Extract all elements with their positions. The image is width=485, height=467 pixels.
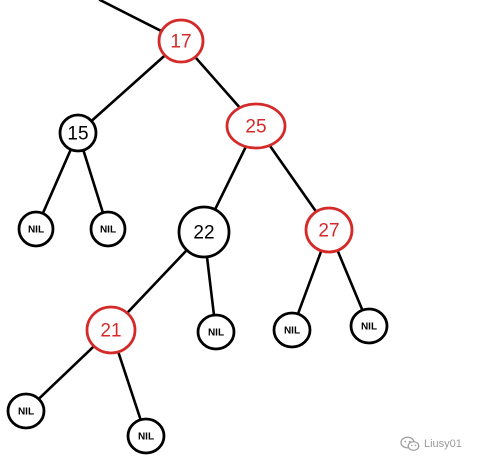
node-27: 27 xyxy=(304,206,354,254)
nil-node-circle xyxy=(272,311,312,349)
node-label: 27 xyxy=(318,221,339,242)
nil-node-circle xyxy=(6,392,46,430)
node-15: 15 xyxy=(58,113,98,153)
nil-node-circle xyxy=(196,313,236,351)
node-label: 17 xyxy=(170,32,191,53)
nil-node-circle xyxy=(89,210,127,248)
nil-node: NIL xyxy=(196,313,236,351)
edge-n15-nil15a xyxy=(41,148,73,215)
node-circle xyxy=(58,113,98,153)
node-circle xyxy=(225,102,287,150)
watermark-text: Liusy01 xyxy=(424,438,462,450)
nil-node: NIL xyxy=(126,417,166,455)
edge-n25-n22 xyxy=(213,145,248,211)
nil-node: NIL xyxy=(349,307,389,345)
edge-n21-nil21b xyxy=(116,350,142,422)
edge-n17-n25 xyxy=(193,55,242,110)
edge-n27-nil27b xyxy=(336,249,364,312)
node-21: 21 xyxy=(85,305,137,355)
nil-label: NIL xyxy=(208,328,224,339)
node-circle xyxy=(177,205,231,259)
nil-label: NIL xyxy=(361,322,377,333)
edge-n22-nil22 xyxy=(205,255,216,317)
node-circle xyxy=(304,206,354,254)
nil-node: NIL xyxy=(89,210,127,248)
nil-label: NIL xyxy=(138,432,154,443)
node-label: 15 xyxy=(67,124,88,145)
nil-node-circle xyxy=(349,307,389,345)
edge-n17-n15 xyxy=(90,54,167,123)
edge-n25-n27 xyxy=(268,144,318,214)
edge-n27-nil27a xyxy=(296,249,323,316)
node-label: 22 xyxy=(193,223,214,244)
node-label: 21 xyxy=(100,321,121,342)
nil-node: NIL xyxy=(272,311,312,349)
nil-label: NIL xyxy=(284,326,300,337)
edge-n22-n21 xyxy=(125,248,189,315)
nil-node: NIL xyxy=(6,392,46,430)
nil-label: NIL xyxy=(18,407,34,418)
edge-parent-n17 xyxy=(98,0,163,33)
edge-n21-nil21a xyxy=(37,344,96,401)
node-circle xyxy=(85,305,137,355)
nil-label: NIL xyxy=(100,225,116,236)
wechat-icon xyxy=(400,436,420,451)
nil-node-circle xyxy=(17,210,55,248)
nil-node: NIL xyxy=(17,210,55,248)
tree-edges xyxy=(37,0,364,422)
edge-n15-nil15b xyxy=(82,148,105,215)
node-25: 25 xyxy=(225,102,287,150)
nil-node-circle xyxy=(126,417,166,455)
node-circle xyxy=(157,18,205,64)
nil-label: NIL xyxy=(28,225,44,236)
node-label: 25 xyxy=(245,117,266,138)
node-22: 22 xyxy=(177,205,231,259)
node-17: 17 xyxy=(157,18,205,64)
watermark: Liusy01 xyxy=(400,436,462,452)
